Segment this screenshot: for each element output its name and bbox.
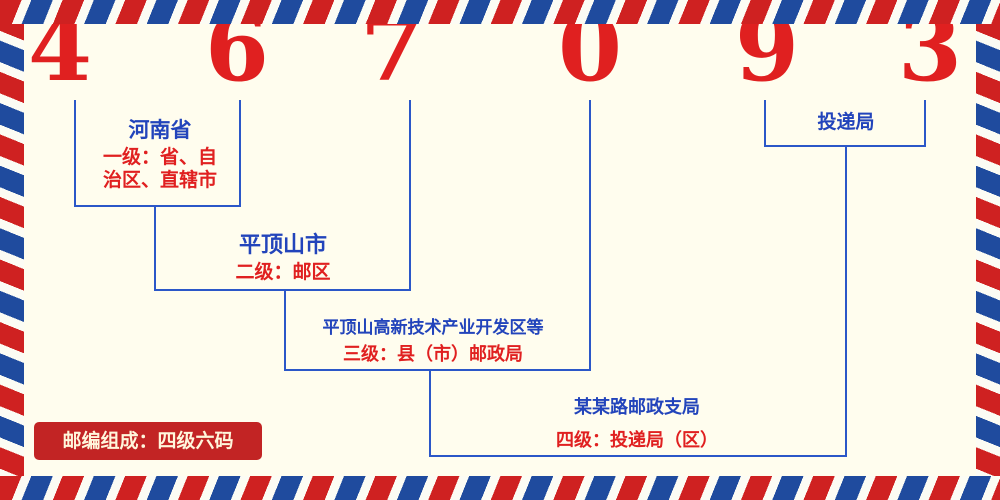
airmail-border-top	[0, 0, 1000, 24]
connector-level1-bottom-line	[74, 205, 241, 207]
level2-region-name: 平顶山市	[238, 233, 327, 258]
connector-level1-right-line	[239, 100, 241, 207]
level1-description-line1: 一级：省、自	[102, 146, 217, 168]
connector-delivery-left-line	[764, 100, 766, 147]
connector-level3-bottom-line	[284, 369, 591, 371]
connector-level3-left-line	[284, 290, 286, 371]
connector-level2-left-line	[154, 206, 156, 291]
level2-description: 二级：邮区	[235, 261, 331, 283]
delivery-bureau-label: 投递局	[817, 111, 875, 133]
connector-level4-bottom-line	[429, 455, 847, 457]
airmail-border-left	[0, 0, 24, 500]
connector-level1-left-line	[74, 100, 76, 207]
airmail-border-bottom	[0, 476, 1000, 500]
level4-description: 四级：投递局（区）	[556, 430, 718, 451]
composition-badge: 邮编组成：四级六码	[34, 422, 262, 460]
level4-region-name: 某某路邮政支局	[574, 397, 700, 418]
connector-level2-bottom-line	[154, 289, 411, 291]
level1-region-name: 河南省	[128, 118, 192, 142]
level1-description-line2: 治区、直辖市	[102, 169, 217, 191]
level3-description: 三级：县（市）邮政局	[343, 344, 523, 365]
connector-delivery-right-line	[924, 100, 926, 147]
airmail-border-right	[976, 0, 1000, 500]
connector-level4-right-line	[845, 146, 847, 457]
connector-level4-left-line	[429, 370, 431, 457]
connector-level3-right-line	[589, 100, 591, 371]
level3-region-name: 平顶山高新技术产业开发区等	[322, 318, 544, 338]
connector-level2-right-line	[409, 100, 411, 291]
